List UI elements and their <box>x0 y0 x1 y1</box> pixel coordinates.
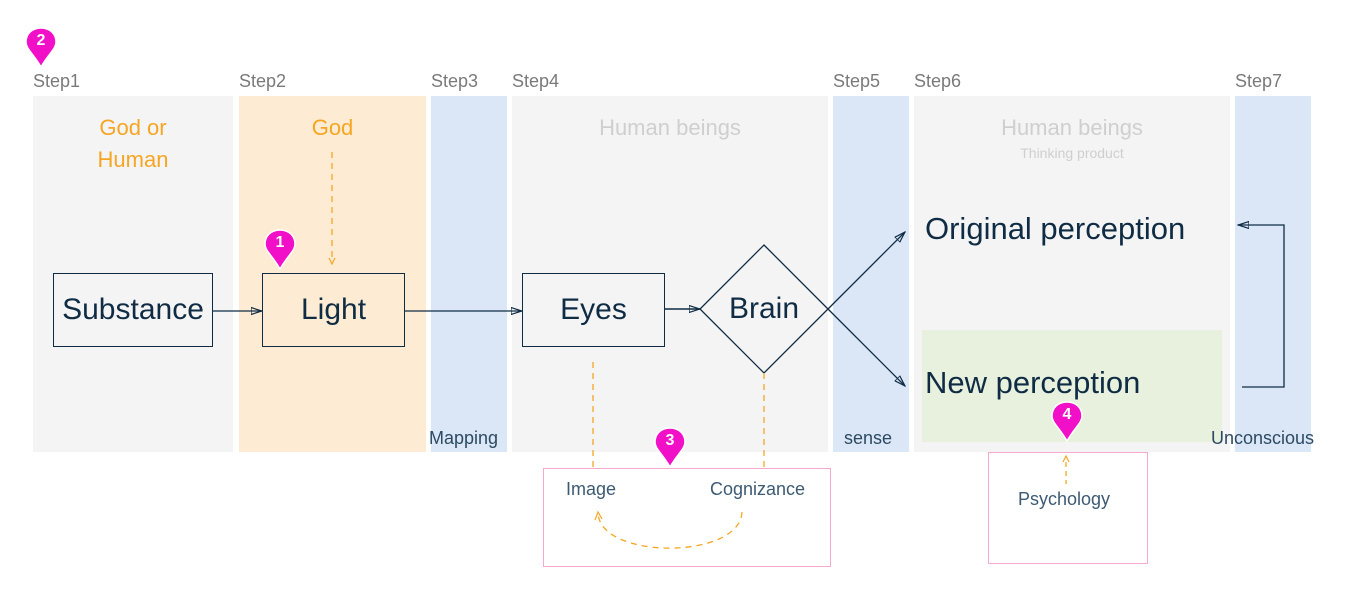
node-light-label: Light <box>300 293 367 326</box>
lane-step-1: God or Human <box>33 96 233 452</box>
node-substance[interactable]: Substance <box>53 273 213 347</box>
lane-title-human: Human <box>97 147 169 172</box>
footer-mapping: Mapping <box>429 428 499 448</box>
step-2-label: Step2 <box>239 71 287 91</box>
step-7-label: Step7 <box>1235 71 1283 91</box>
lane-subtitle-thinking-product: Thinking product <box>1020 145 1124 161</box>
node-eyes-label: Eyes <box>560 293 627 326</box>
note-box-image-cognizance <box>543 468 831 567</box>
lane-title-human-beings: Human beings <box>599 115 741 140</box>
note-image: Image <box>566 479 617 499</box>
map-pin-icon <box>264 229 296 271</box>
map-pin-icon <box>25 27 57 69</box>
marker-3[interactable]: 3 <box>653 426 687 470</box>
lane-title-god-or: God or <box>99 115 167 140</box>
node-eyes[interactable]: Eyes <box>522 273 665 347</box>
node-new-perception[interactable]: New perception <box>925 365 1141 400</box>
footer-unconscious: Unconscious <box>1211 428 1315 448</box>
map-pin-icon <box>654 427 686 469</box>
marker-4-label: 4 <box>1062 406 1072 423</box>
step-1-label: Step1 <box>33 71 81 91</box>
node-brain[interactable]: Brain <box>700 245 828 373</box>
lane-step-7 <box>1235 96 1311 452</box>
marker-2-label: 2 <box>36 32 46 49</box>
marker-1[interactable]: 1 <box>263 228 297 272</box>
lane-step-3 <box>431 96 507 452</box>
map-pin-icon <box>1051 401 1083 443</box>
marker-1-label: 1 <box>275 234 285 251</box>
note-box-psychology <box>988 452 1148 564</box>
footer-sense: sense <box>844 428 893 448</box>
marker-2[interactable]: 2 <box>24 26 58 70</box>
lane-step-5 <box>833 96 909 452</box>
step-6-label: Step6 <box>914 71 962 91</box>
node-original-perception[interactable]: Original perception <box>925 211 1186 246</box>
lane-title-god: God <box>311 115 354 140</box>
node-substance-label: Substance <box>62 293 204 326</box>
note-psychology: Psychology <box>1018 489 1111 509</box>
step-5-label: Step5 <box>833 71 881 91</box>
node-brain-label: Brain <box>728 292 800 325</box>
step-4-label: Step4 <box>512 71 560 91</box>
marker-4[interactable]: 4 <box>1050 400 1084 444</box>
note-cognizance: Cognizance <box>710 479 806 499</box>
marker-3-label: 3 <box>665 432 675 449</box>
step-3-label: Step3 <box>431 71 479 91</box>
lane-title-human-beings-2: Human beings <box>1001 115 1143 140</box>
node-light[interactable]: Light <box>262 273 405 347</box>
